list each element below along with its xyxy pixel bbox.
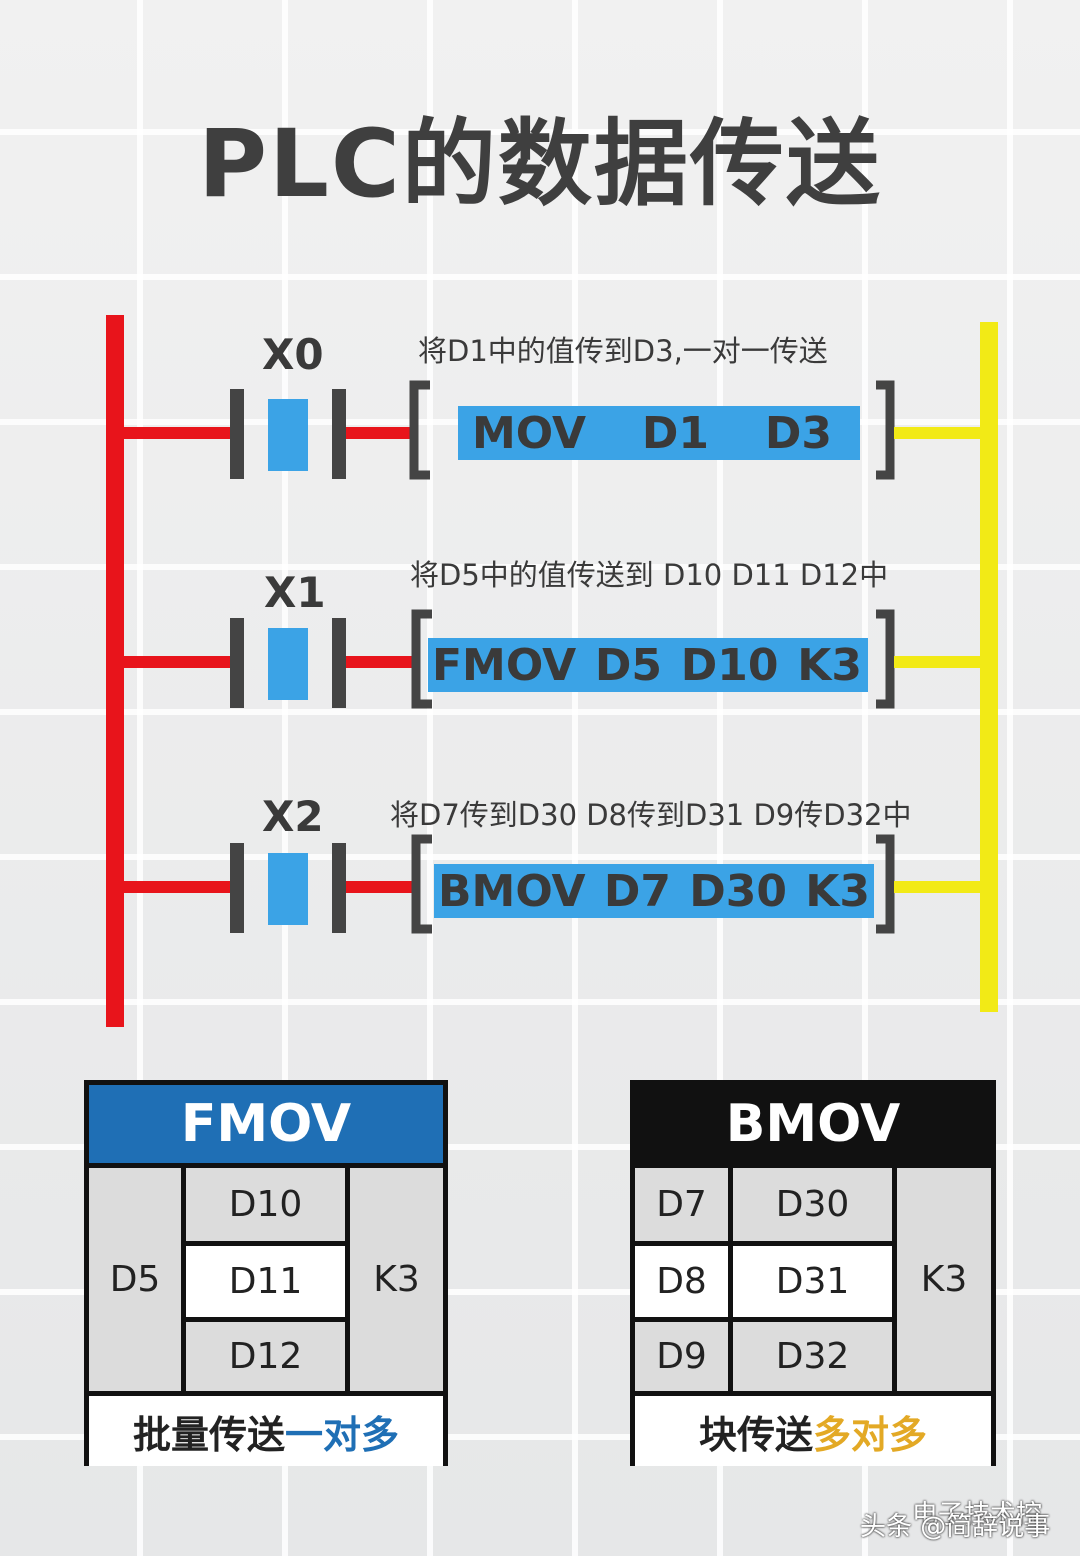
instr-arg: D10 (680, 639, 779, 691)
fmov-target-cell: D12 (186, 1317, 350, 1391)
contact-element (268, 628, 308, 700)
bmov-source-cell: D8 (635, 1241, 733, 1317)
rung-wire-middle (346, 881, 416, 893)
rung-wire-left (124, 881, 232, 893)
rung-wire-right (894, 881, 980, 893)
ladder-diagram (106, 315, 998, 1027)
fmov-footer: 批量传送一对多 (89, 1391, 443, 1466)
contact-element (268, 853, 308, 925)
instr-op: MOV (472, 407, 587, 459)
bracket-right (876, 834, 895, 934)
fmov-table-header: FMOV (89, 1085, 443, 1163)
bmov-target-cell: D32 (733, 1317, 897, 1391)
fmov-target-cell: D11 (186, 1241, 350, 1317)
contact-label-x1: X1 (264, 568, 326, 617)
bmov-target-cell: D30 (733, 1163, 897, 1241)
instr-arg: D7 (603, 865, 671, 917)
instruction-fmov: FMOV D5 D10 K3 (428, 638, 868, 692)
rung-wire-right (894, 656, 980, 668)
fmov-table: FMOV D5 D10 D11 D12 K3 批量传送一对多 (84, 1080, 448, 1466)
bmov-source-cell: D7 (635, 1163, 733, 1241)
bracket-right (876, 609, 895, 709)
instr-arg: D3 (764, 407, 832, 459)
bmov-table-header: BMOV (635, 1085, 991, 1163)
bmov-table: BMOV D7 D8 D9 D30 D31 D32 K3 块传送多对多 (630, 1080, 996, 1466)
contact-plate-right (332, 843, 346, 933)
right-power-rail (980, 322, 998, 1012)
bmov-footer-highlight: 多对多 (813, 1412, 928, 1457)
rung-wire-middle (346, 427, 416, 439)
fmov-target-cell: D10 (186, 1163, 350, 1241)
rung-wire-left (124, 427, 232, 439)
instr-op: FMOV (432, 639, 577, 691)
contact-plate-left (230, 843, 244, 933)
instr-op: BMOV (438, 865, 586, 917)
rung-wire-middle (346, 656, 416, 668)
instruction-bmov: BMOV D7 D30 K3 (434, 864, 874, 918)
left-power-rail (106, 315, 124, 1027)
page-title: PLC的数据传送 (198, 110, 882, 219)
watermark-line1: 电子技术控 (912, 1500, 1043, 1530)
bmov-footer: 块传送多对多 (635, 1391, 991, 1466)
bracket-left (411, 609, 432, 709)
instr-arg: K3 (797, 639, 862, 691)
rung-wire-right (894, 427, 980, 439)
bracket-left (409, 380, 430, 480)
fmov-footer-main: 批量传送 (132, 1412, 285, 1457)
bracket-left (411, 834, 432, 934)
contact-label-x2: X2 (262, 792, 324, 841)
fmov-footer-highlight: 一对多 (285, 1412, 400, 1457)
contact-plate-left (230, 389, 244, 479)
instr-arg: D30 (689, 865, 788, 917)
instr-arg: D5 (594, 639, 663, 691)
contact-plate-right (332, 389, 346, 479)
bmov-target-cell: D31 (733, 1241, 897, 1317)
bmov-count-cell: K3 (897, 1163, 991, 1391)
rung-description-2: 将D7传到D30 D8传到D31 D9传D32中 (390, 798, 912, 832)
instr-arg: D1 (641, 407, 710, 459)
rung-description-0: 将D1中的值传到D3,一对一传送 (418, 334, 828, 368)
bmov-footer-main: 块传送 (698, 1412, 813, 1457)
watermark-line2: 头条 @简辞说事 (860, 1512, 1051, 1542)
rung-wire-left (124, 656, 232, 668)
contact-label-x0: X0 (262, 330, 324, 379)
instr-arg: K3 (805, 865, 870, 917)
contact-plate-right (332, 618, 346, 708)
contact-plate-left (230, 618, 244, 708)
instruction-mov: MOV D1 D3 (458, 406, 860, 460)
bmov-source-cell: D9 (635, 1317, 733, 1391)
fmov-source-cell: D5 (89, 1163, 186, 1391)
bracket-right (876, 380, 895, 480)
contact-element (268, 399, 308, 471)
rung-description-1: 将D5中的值传送到 D10 D11 D12中 (410, 558, 889, 592)
fmov-count-cell: K3 (350, 1163, 443, 1391)
